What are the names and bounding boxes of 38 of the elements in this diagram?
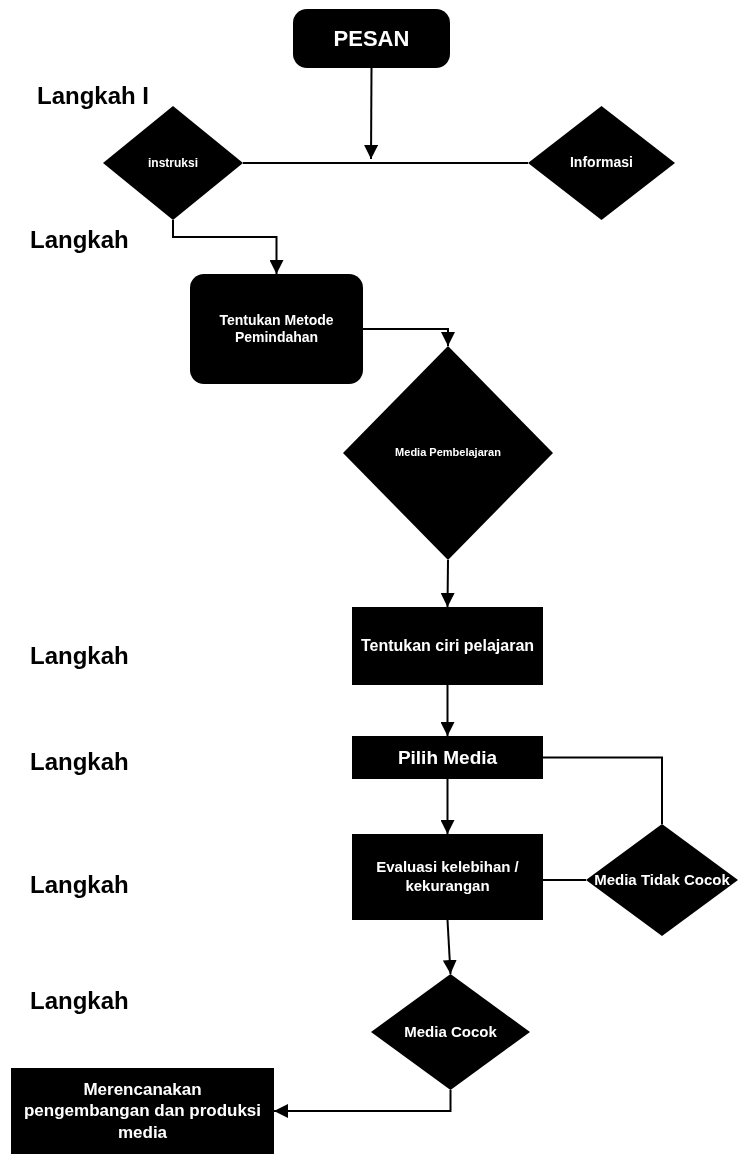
decision-diamond <box>371 974 530 1090</box>
arrow <box>440 684 455 737</box>
node-text: Tentukan ciri pelajaran <box>359 636 536 656</box>
decision-diamond <box>528 106 675 220</box>
process-box <box>352 834 543 920</box>
arrow <box>442 919 457 975</box>
rounded-process-box <box>293 9 450 68</box>
arrow <box>440 559 455 608</box>
process-box <box>352 607 543 685</box>
node-text: Pilih Media <box>396 745 499 770</box>
node-text: Informasi <box>569 154 634 172</box>
decision-diamond <box>586 824 738 936</box>
arrow <box>440 778 455 835</box>
node-text: PESAN <box>332 24 411 53</box>
step-label: Langkah <box>30 986 129 1016</box>
rounded-process-box <box>190 274 363 384</box>
arrow <box>364 67 379 160</box>
node-text: Evaluasi kelebihan / kekurangan <box>375 858 520 896</box>
node-text: instruksi <box>147 155 199 171</box>
node-text: Media Cocok <box>403 1022 498 1042</box>
process-box <box>11 1068 274 1154</box>
connector-line <box>542 879 587 881</box>
arrow <box>362 328 455 347</box>
step-label: Langkah <box>30 747 129 777</box>
node-text: Tentukan Metode Pemindahan <box>218 311 335 347</box>
step-label: Langkah I <box>37 81 150 111</box>
node-text: Media Tidak Cocok <box>593 870 731 890</box>
step-label: Langkah <box>30 870 129 900</box>
connector-line <box>242 162 529 164</box>
decision-diamond <box>343 346 553 560</box>
arrow <box>172 219 284 275</box>
process-box <box>352 736 543 779</box>
node-text: Media Pembelajaran <box>394 446 502 460</box>
step-label: Langkah <box>30 641 129 671</box>
step-label: Langkah <box>30 225 129 255</box>
arrow <box>273 1089 452 1118</box>
node-text: Merencanakan pengembangan dan produksi media <box>22 1079 263 1143</box>
connector-line <box>542 756 663 825</box>
